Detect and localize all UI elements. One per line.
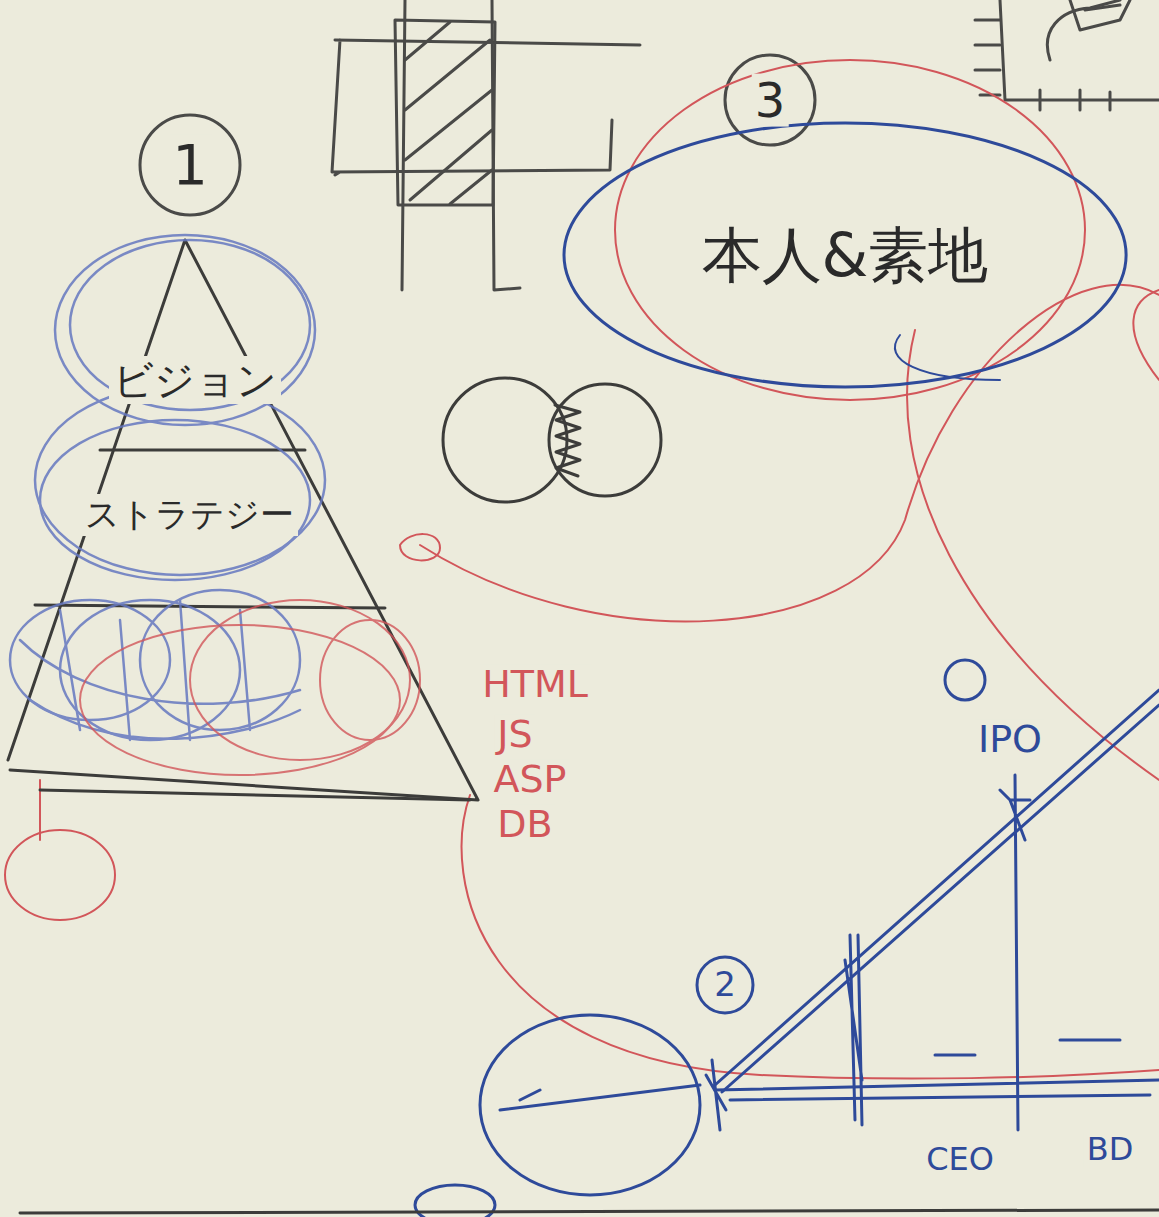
oval-bubble: 本人&素地	[561, 120, 1129, 390]
pyramid-tier: ストラテジー	[56, 487, 324, 543]
tech-item: ASP	[490, 759, 569, 801]
tech-item: DB	[494, 804, 555, 846]
callout-number: 2	[711, 966, 739, 1003]
tech-item: HTML	[479, 664, 591, 706]
role-label: CEO	[923, 1142, 997, 1177]
pyramid-tier: ビジョン	[88, 350, 302, 410]
role-label: BD	[1084, 1132, 1137, 1167]
callout-number: 1	[169, 134, 211, 196]
milestone-label: IPO	[975, 719, 1045, 761]
tech-item: JS	[494, 714, 535, 756]
node-text: 本人&素地	[698, 220, 993, 291]
node-text: ビジョン	[109, 356, 281, 404]
node-text: ストラテジー	[81, 494, 298, 535]
callout-number: 3	[752, 74, 789, 127]
